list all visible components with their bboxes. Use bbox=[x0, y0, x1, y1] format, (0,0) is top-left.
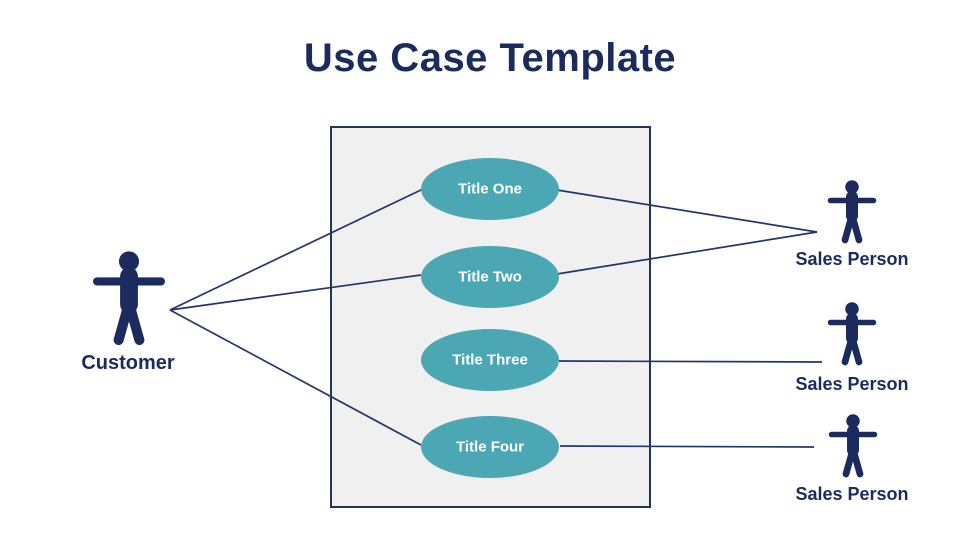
page-title: Use Case Template bbox=[303, 36, 677, 80]
association-line-customer-title-two bbox=[169, 274, 422, 311]
use-case-ellipse-title-three bbox=[421, 329, 559, 391]
sales-person-actor-icon-3 bbox=[832, 414, 875, 474]
association-line-title-four-sales-person-3 bbox=[559, 445, 815, 448]
sales-person-label-3: Sales Person bbox=[795, 484, 909, 504]
sales-person-label-2: Sales Person bbox=[795, 374, 909, 394]
association-line-title-three-sales-person-2 bbox=[558, 360, 823, 363]
association-line-title-one-sales-person-1 bbox=[556, 189, 818, 233]
use-case-label-two: Title Two bbox=[458, 268, 522, 286]
customer-label: Customer bbox=[81, 352, 175, 374]
use-case-ellipse-title-four bbox=[421, 416, 559, 478]
sales-person-label-1: Sales Person bbox=[795, 249, 909, 269]
sales-person-actor-icon-2 bbox=[831, 302, 874, 362]
association-line-customer-title-one bbox=[169, 188, 424, 311]
use-case-ellipse-title-one bbox=[421, 158, 559, 220]
sales-person-actor-icon-1 bbox=[831, 180, 874, 240]
customer-actor-icon bbox=[97, 251, 161, 340]
association-line-title-two-sales-person-1 bbox=[556, 231, 818, 275]
use-case-label-four: Title Four bbox=[455, 438, 525, 456]
association-line-customer-title-four bbox=[169, 309, 422, 446]
use-case-label-one: Title One bbox=[458, 180, 522, 198]
use-case-label-three: Title Three bbox=[452, 351, 528, 369]
use-case-ellipse-title-two bbox=[421, 246, 559, 308]
